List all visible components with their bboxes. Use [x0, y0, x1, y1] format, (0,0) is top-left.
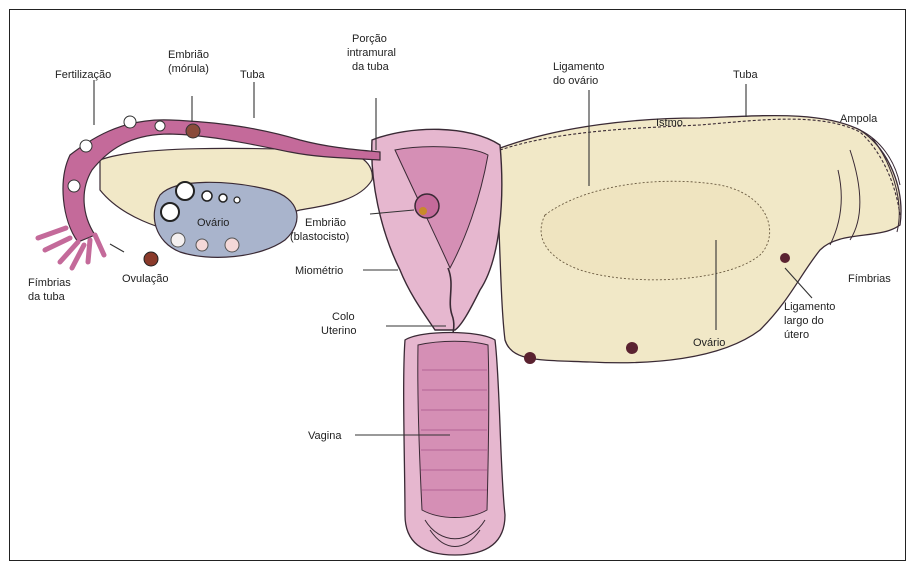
label-lig-largo-3: útero [784, 329, 809, 341]
label-istmo: Istmo [656, 117, 683, 129]
ligament-cyst-3 [626, 342, 638, 354]
label-lig-largo-2: largo do [784, 315, 824, 327]
label-tuba-left: Tuba [240, 69, 266, 81]
follicle-2 [161, 203, 179, 221]
label-colo-2: Uterino [321, 325, 356, 337]
ovum-3 [124, 116, 136, 128]
label-fertilizacao: Fertilização [55, 69, 111, 81]
label-colo: Colo [332, 311, 355, 323]
ovum-4 [155, 121, 165, 131]
label-lig-ovario: Ligamento [553, 61, 604, 73]
blastocyst [415, 194, 439, 218]
corpus-1 [171, 233, 185, 247]
follicle-4 [219, 194, 227, 202]
label-lig-largo: Ligamento [784, 301, 835, 313]
label-lig-ovario-2: do ovário [553, 75, 598, 87]
label-porcao: Porção [352, 33, 387, 45]
vagina-inner [418, 341, 489, 517]
ovum-1 [68, 180, 80, 192]
label-embriao-blast-2: (blastocisto) [290, 231, 349, 243]
ovulated-ovum [144, 252, 158, 266]
label-ovario-left: Ovário [197, 217, 229, 229]
corpus-2 [196, 239, 208, 251]
corpus-3 [225, 238, 239, 252]
ligament-cyst-2 [524, 352, 536, 364]
label-ovario-right: Ovário [693, 337, 725, 349]
label-fimbrias-right: Fímbrias [848, 273, 891, 285]
ligament-cyst-1 [780, 253, 790, 263]
label-vagina: Vagina [308, 430, 342, 442]
label-porcao-2: intramural [347, 47, 396, 59]
label-embriao-morula: Embrião [168, 49, 209, 61]
label-ampola: Ampola [840, 113, 878, 125]
leader-ovulacao [110, 244, 124, 252]
label-tuba-right: Tuba [733, 69, 759, 81]
follicle-3 [202, 191, 212, 201]
blastocyst-core [419, 207, 427, 215]
follicle-5 [234, 197, 240, 203]
morula [186, 124, 200, 138]
label-ovulacao: Ovulação [122, 273, 168, 285]
label-embriao-morula-2: (mórula) [168, 63, 209, 75]
label-miometrio: Miométrio [295, 265, 343, 277]
follicle-1 [176, 182, 194, 200]
label-porcao-3: da tuba [352, 61, 390, 73]
label-embriao-blast: Embrião [305, 217, 346, 229]
ovum-2 [80, 140, 92, 152]
left-fimbriae [38, 228, 104, 268]
label-fimbrias-tuba-2: da tuba [28, 291, 66, 303]
label-fimbrias-tuba: Fímbrias [28, 277, 71, 289]
